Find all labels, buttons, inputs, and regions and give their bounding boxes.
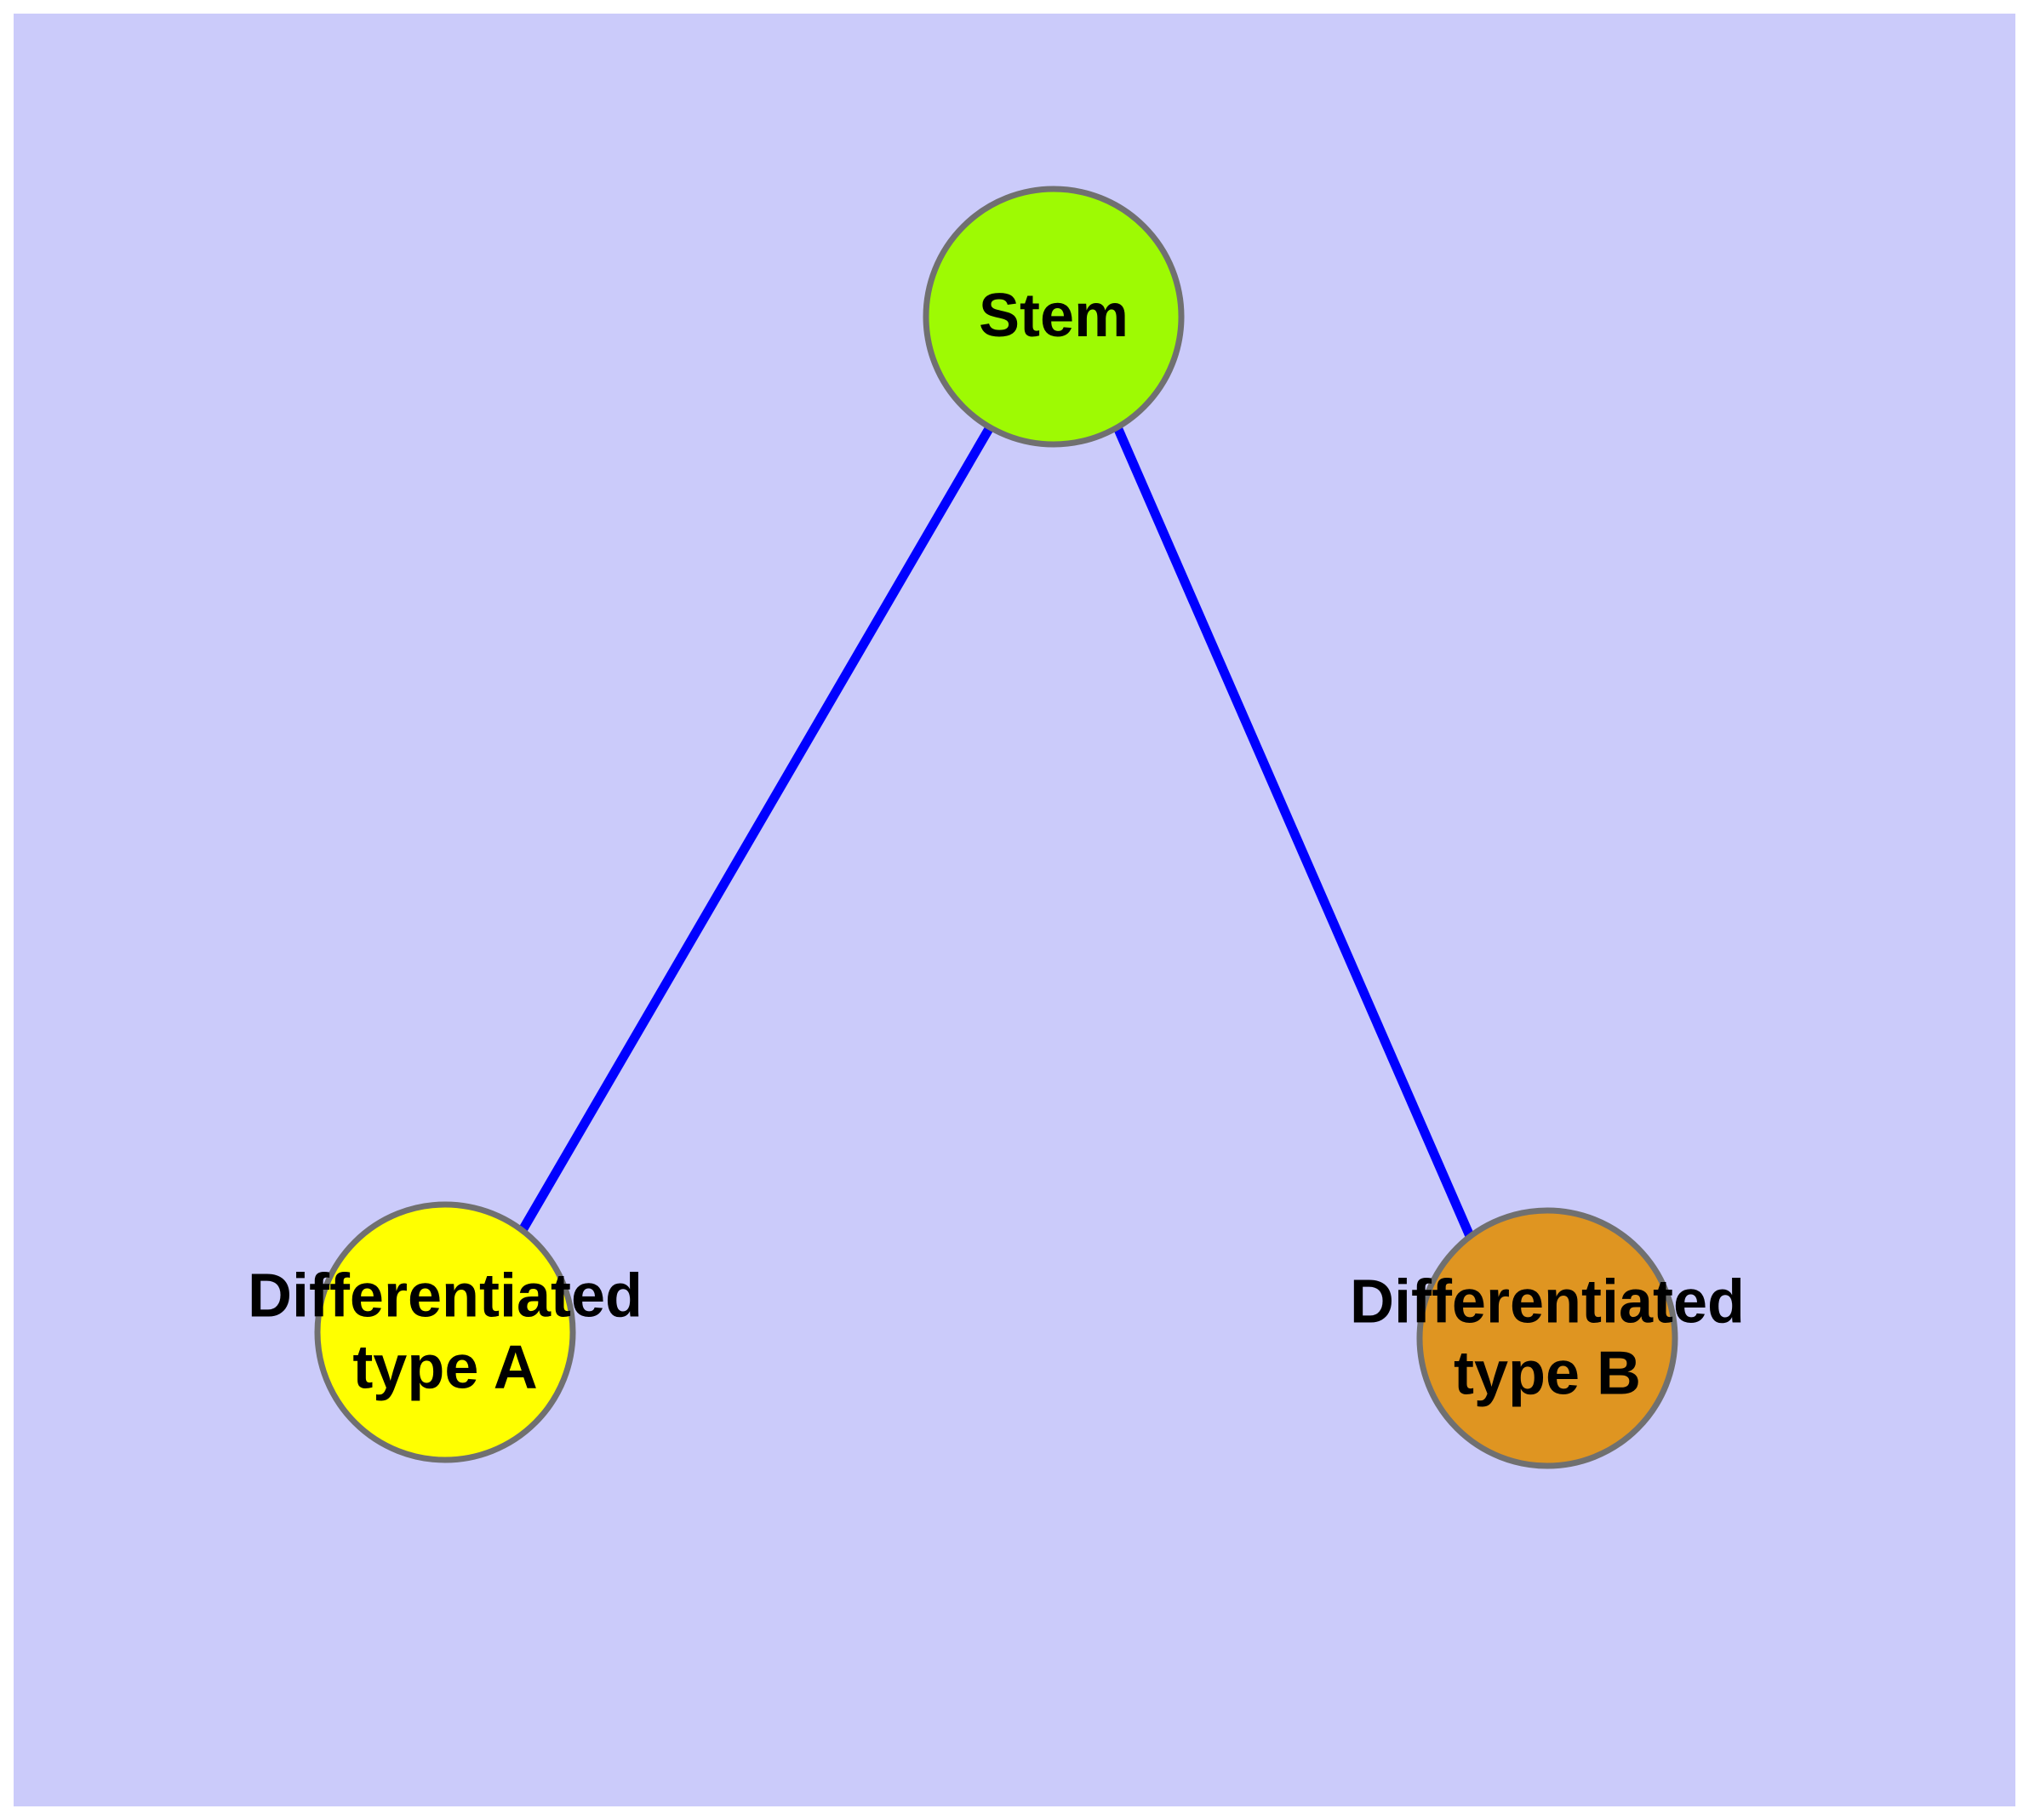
node-stem[interactable] [923, 186, 1185, 448]
node-differentiated-type-a[interactable] [314, 1201, 576, 1463]
node-differentiated-type-b[interactable] [1416, 1207, 1678, 1469]
edge-stem-to-diff-b [1112, 425, 1475, 1239]
nodes-group [314, 186, 1678, 1469]
edge-stem-to-diff-a [518, 425, 994, 1233]
edges-group [518, 425, 1475, 1239]
